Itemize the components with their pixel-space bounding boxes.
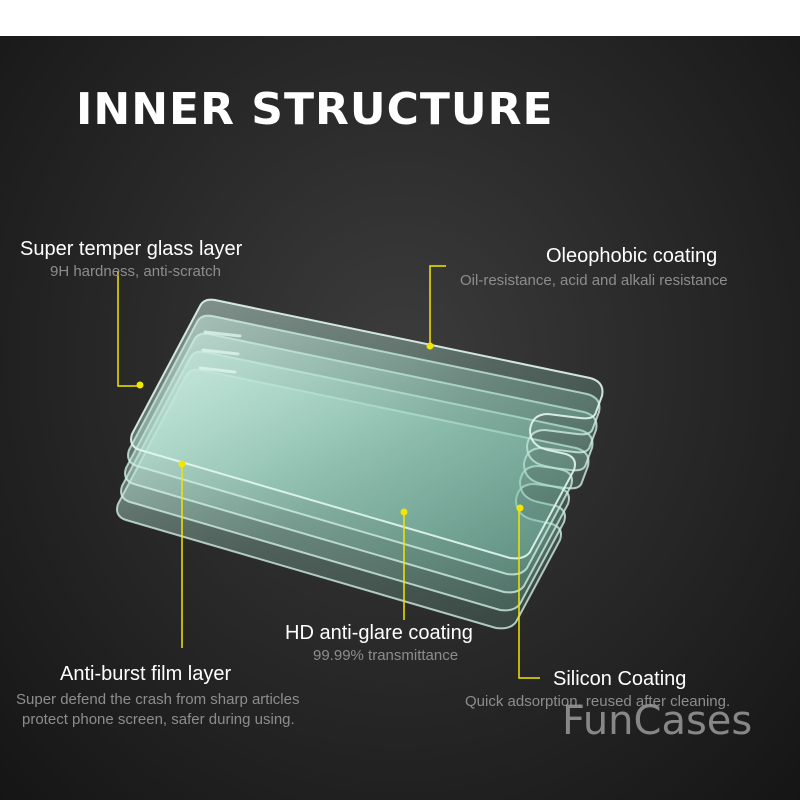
anti-burst-film-label: Anti-burst film layer xyxy=(60,663,232,685)
callout-line-oleophobic xyxy=(429,265,446,345)
callout-dot-silicon xyxy=(516,504,524,512)
hd-anti-glare-label: HD anti-glare coating xyxy=(285,622,473,644)
super-temper-glass-label: Super temper glass layer xyxy=(20,238,243,260)
callout-line-super-temper xyxy=(117,272,138,387)
anti-burst-film-desc-line1: Super defend the crash from sharp articl… xyxy=(16,691,300,708)
earpiece-slots xyxy=(198,330,242,374)
page-title: INNER STRUCTURE xyxy=(76,84,554,135)
callout-dot-super-temper xyxy=(136,381,144,389)
callout-dot-anti-burst xyxy=(178,460,186,468)
callout-lines xyxy=(117,265,540,679)
hd-anti-glare-desc: 99.99% transmittance xyxy=(313,647,459,664)
anti-burst-film-desc-line2: protect phone screen, safer during using… xyxy=(22,711,295,728)
callout-line-silicon xyxy=(518,508,540,679)
callout-dot-hd-anti-glare xyxy=(400,508,408,516)
super-temper-glass-desc: 9H hardness, anti-scratch xyxy=(50,263,221,280)
silicon-coating-desc: Quick adsorption, reused after cleaning. xyxy=(465,693,731,710)
brand-watermark: FunCases xyxy=(562,698,753,744)
oleophobic-coating-label: Oleophobic coating xyxy=(546,245,718,267)
silicon-coating-label: Silicon Coating xyxy=(553,668,687,690)
oleophobic-coating-desc: Oil-resistance, acid and alkali resistan… xyxy=(460,272,728,289)
callout-dots xyxy=(136,342,524,516)
top-white-band xyxy=(0,0,800,36)
callout-dot-oleophobic xyxy=(426,342,434,350)
